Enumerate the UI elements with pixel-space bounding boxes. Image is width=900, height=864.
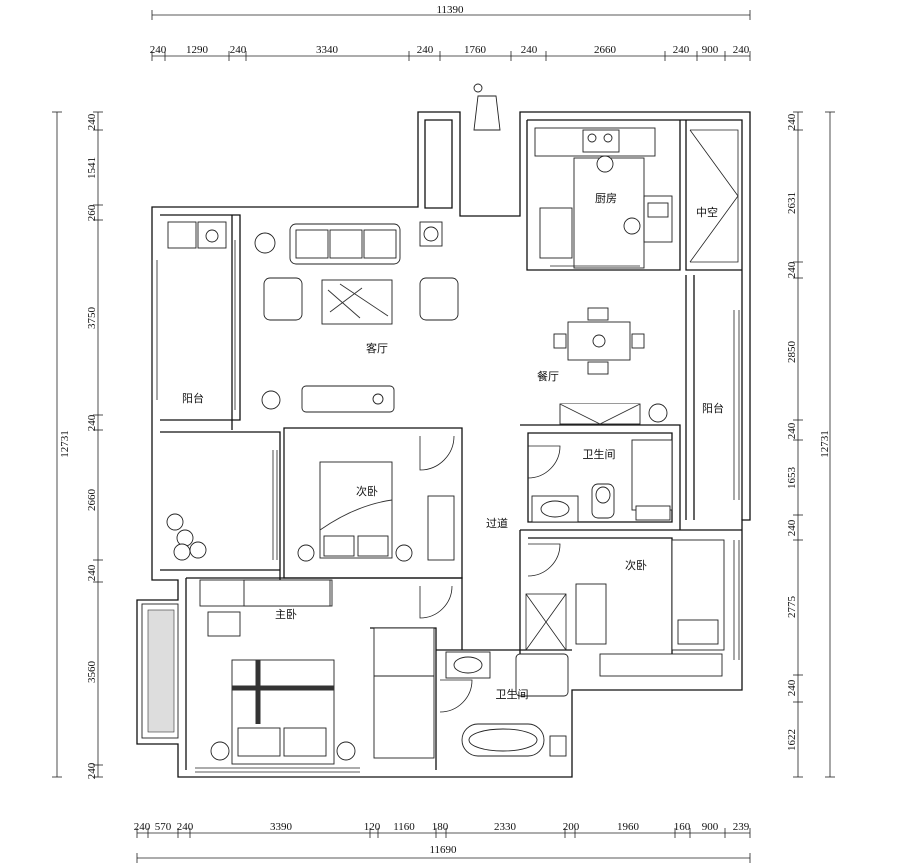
room-label-master: 主卧 — [275, 608, 297, 621]
top-dim-10: 240 — [733, 44, 750, 56]
top-dim-4: 240 — [417, 44, 434, 56]
bed-bedroom3 — [575, 539, 725, 677]
top-dim-0: 240 — [150, 44, 167, 56]
left-total-dim: 12731 — [59, 430, 71, 458]
wardrobe-bedroom2 — [427, 495, 455, 561]
right-dim-2: 240 — [786, 261, 798, 278]
bed-bedroom2 — [297, 461, 413, 562]
master-desk — [199, 579, 333, 637]
right-dim-9: 1622 — [786, 729, 798, 751]
left-dim-8: 240 — [86, 762, 98, 779]
bathroom2-fixtures — [445, 651, 569, 757]
top-dimension-lines — [151, 10, 751, 61]
left-dim-6: 240 — [86, 564, 98, 581]
top-total-dim: 11390 — [436, 4, 464, 16]
right-dim-1: 2631 — [786, 192, 798, 214]
tv-cabinet — [301, 385, 395, 413]
room-label-bedroom3: 次卧 — [625, 558, 647, 572]
left-dim-0: 240 — [86, 113, 98, 130]
room-label-corridor: 过道 — [486, 516, 508, 530]
person-figure-icon — [473, 83, 501, 131]
left-segment-dims: 240 1541 260 3750 240 2660 240 3560 240 — [86, 113, 98, 779]
left-dim-3: 3750 — [86, 307, 98, 330]
bottom-dim-11: 900 — [702, 821, 719, 833]
windows — [151, 240, 740, 773]
top-segment-dims: 240 1290 240 3340 240 1760 240 2660 240 … — [150, 44, 750, 56]
right-dim-6: 240 — [786, 519, 798, 536]
bottom-dim-2: 240 — [177, 821, 194, 833]
bottom-dim-0: 240 — [134, 821, 151, 833]
right-dimension-lines — [793, 111, 835, 778]
room-label-balcony-left: 阳台 — [182, 391, 204, 405]
bottom-dim-8: 200 — [563, 821, 580, 833]
right-segment-dims: 240 2631 240 2850 240 1653 240 2775 240 … — [786, 113, 798, 751]
dining-sideboard — [559, 403, 641, 425]
living-sofa — [289, 223, 401, 265]
plant-icon — [166, 232, 668, 561]
bottom-dim-3: 3390 — [270, 821, 293, 833]
wardrobe-master — [373, 627, 435, 759]
dining-table — [553, 307, 645, 375]
room-label-kitchen: 厨房 — [595, 192, 617, 205]
bottom-dim-12: 239 — [733, 821, 750, 833]
left-dim-1: 1541 — [86, 157, 98, 179]
left-dim-5: 2660 — [86, 489, 98, 512]
shower-cross — [525, 593, 567, 651]
left-dim-7: 3560 — [86, 661, 98, 684]
balcony-terrazzo — [141, 603, 179, 739]
top-dim-6: 240 — [521, 44, 538, 56]
top-dim-5: 1760 — [464, 44, 487, 56]
room-label-bathroom1: 卫生间 — [583, 447, 616, 461]
right-dim-4: 240 — [786, 422, 798, 439]
bottom-dim-9: 1960 — [617, 821, 640, 833]
bottom-dim-7: 2330 — [494, 821, 517, 833]
top-dim-9: 900 — [702, 44, 719, 56]
bed-master — [210, 659, 356, 765]
right-dim-7: 2775 — [786, 596, 798, 619]
room-label-bathroom2: 卫生间 — [496, 687, 529, 701]
room-label-living: 客厅 — [366, 341, 388, 355]
bottom-dim-1: 570 — [155, 821, 172, 833]
top-dim-1: 1290 — [186, 44, 209, 56]
bottom-dim-6: 180 — [432, 821, 449, 833]
armchair-right — [419, 277, 459, 321]
room-label-void: 中空 — [696, 205, 718, 219]
void-shaft — [689, 129, 739, 263]
room-label-dining: 餐厅 — [537, 369, 559, 383]
right-total-dim: 12731 — [819, 430, 831, 458]
right-dim-5: 1653 — [786, 467, 798, 490]
bottom-total-dim: 11690 — [429, 844, 457, 856]
washing-machine-icon — [167, 221, 443, 249]
top-dim-8: 240 — [673, 44, 690, 56]
room-label-bedroom2: 次卧 — [356, 484, 378, 498]
left-dimension-lines — [52, 111, 103, 778]
top-dim-2: 240 — [230, 44, 247, 56]
right-dim-3: 2850 — [786, 341, 798, 364]
bottom-segment-dims: 240 570 240 3390 120 1160 180 2330 200 1… — [134, 821, 750, 833]
top-dim-3: 3340 — [316, 44, 339, 56]
coffee-table — [321, 279, 393, 325]
bottom-dim-10: 160 — [674, 821, 691, 833]
bottom-dim-4: 120 — [364, 821, 381, 833]
bottom-dimension-lines — [136, 828, 751, 863]
bathroom1-fixtures — [531, 439, 673, 523]
room-label-balcony-right: 阳台 — [702, 401, 724, 415]
bottom-dim-5: 1160 — [393, 821, 415, 833]
right-dim-0: 240 — [786, 113, 798, 130]
left-dim-4: 240 — [86, 414, 98, 431]
left-dim-2: 260 — [86, 204, 98, 221]
armchair-left — [263, 277, 303, 321]
kitchen-counters — [534, 127, 673, 269]
right-dim-8: 240 — [786, 679, 798, 696]
top-dim-7: 2660 — [594, 44, 617, 56]
